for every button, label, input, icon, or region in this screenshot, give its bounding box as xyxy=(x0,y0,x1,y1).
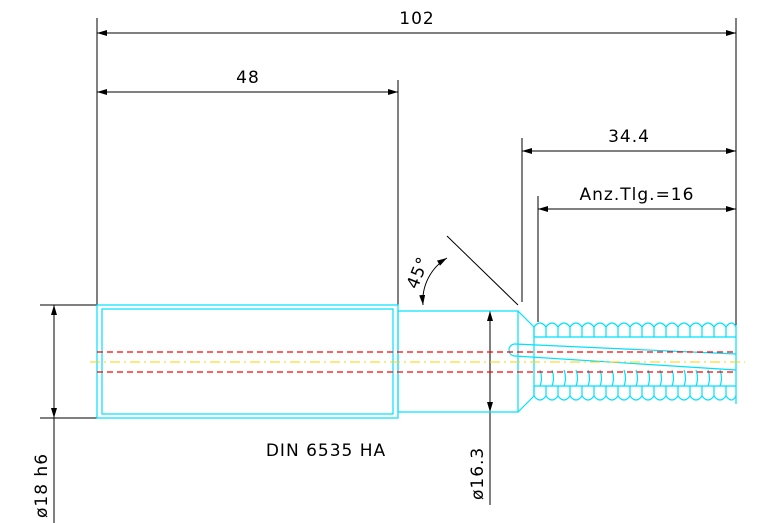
dimension-shank-length: 48 xyxy=(97,68,398,95)
teeth-count-label: Anz.Tlg.=16 xyxy=(580,185,695,205)
dimension-shank-diameter: ø18 h6 xyxy=(32,305,57,523)
shank-length-label: 48 xyxy=(236,68,260,88)
shank-diameter-label: ø18 h6 xyxy=(32,453,52,518)
dimension-total-length: 102 xyxy=(97,9,736,36)
thread-length-label: 34.4 xyxy=(608,127,650,147)
dimension-thread-length: 34.4 xyxy=(522,127,736,154)
neck-diameter-label: ø16.3 xyxy=(468,447,488,500)
total-length-label: 102 xyxy=(399,9,434,29)
extension-lines xyxy=(40,18,737,419)
chamfer-angle-label: 45° xyxy=(403,254,434,292)
dimension-chamfer-angle: 45° xyxy=(403,254,448,306)
dimension-teeth-count: Anz.Tlg.=16 xyxy=(538,185,736,212)
thread-teeth-top xyxy=(533,322,737,328)
dimension-neck-diameter: ø16.3 xyxy=(468,311,493,505)
standard-label: DIN 6535 HA xyxy=(266,441,386,461)
coolant-bore-hidden-lines xyxy=(97,351,736,373)
thread-teeth-bottom xyxy=(533,395,737,401)
